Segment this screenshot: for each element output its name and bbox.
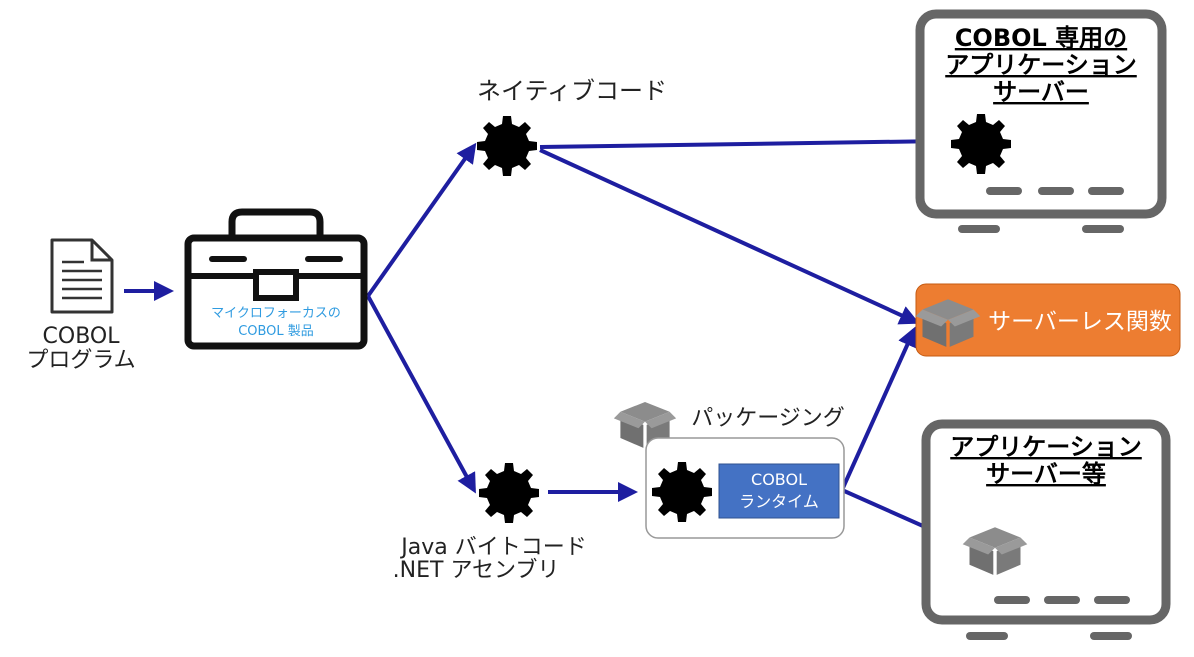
arrow-toolbox-to-java (366, 295, 476, 494)
cobol-server-label-line3: サーバー (993, 78, 1089, 106)
cobol-server-gear-icon (951, 114, 1011, 174)
native-label: ネイティブコード (477, 77, 667, 105)
packaging-label: パッケージング (691, 406, 845, 431)
toolbox-label-line1: マイクロフォーカスの (211, 306, 341, 321)
native-gear-icon (477, 116, 537, 176)
toolbox-icon (184, 208, 368, 350)
java-label-line1: Java バイトコード (399, 535, 586, 560)
arrow-toolbox-to-native (366, 142, 477, 298)
cobol-server-label-line1: COBOL 専用の (955, 24, 1127, 52)
arrow-native-to-cobol-server (539, 131, 948, 152)
java-label-line2: .NET アセンブリ (393, 558, 560, 583)
app-server-label-line2: サーバー等 (986, 460, 1106, 488)
cobol-server-label-line2: アプリケーション (945, 51, 1137, 79)
runtime-label-line1: COBOL (751, 470, 807, 489)
connector-arrows (124, 131, 954, 541)
source-label-line2: プログラム (26, 348, 135, 373)
document-icon (50, 238, 114, 314)
java-gear-icon (479, 463, 539, 523)
toolbox-label-line2: COBOL 製品 (238, 324, 314, 339)
source-label-line1: COBOL (43, 324, 121, 349)
runtime-label-line2: ランタイム (739, 492, 819, 511)
runtime-box (718, 463, 840, 519)
arrow-runtime-to-serverless (840, 326, 917, 491)
packaging-gear-icon (652, 462, 712, 522)
serverless-label: サーバーレス関数 (988, 309, 1172, 335)
app-server-label-line1: アプリケーション (950, 433, 1142, 461)
arrow-native-to-serverless (539, 148, 920, 325)
serverless-box (915, 283, 1181, 357)
